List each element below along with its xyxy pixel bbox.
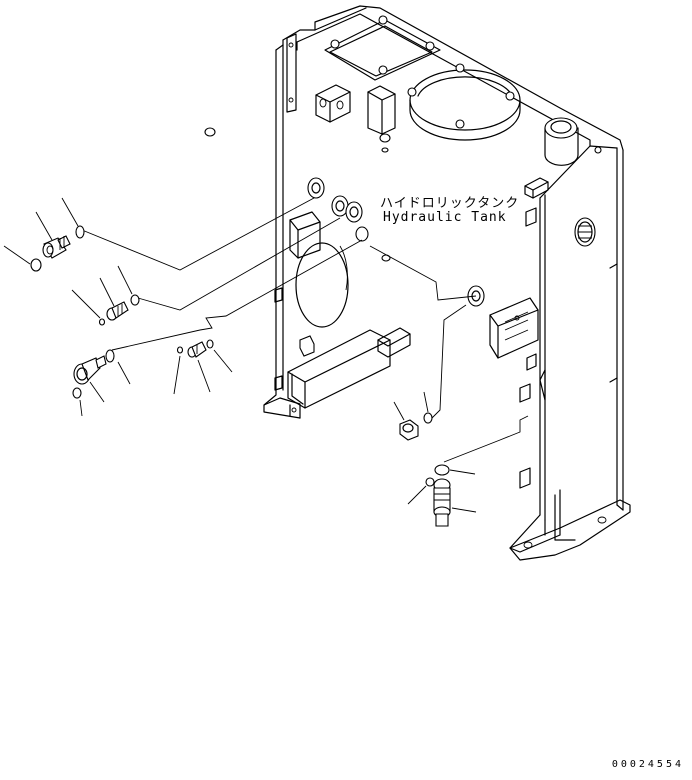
o-ring-icon [72, 387, 82, 399]
o-ring-icon [425, 477, 435, 487]
elbow-icon [433, 478, 451, 527]
port-bosses [307, 177, 485, 307]
loose-parts-right [393, 391, 477, 527]
o-ring-icon [176, 346, 184, 354]
fitting-icon [106, 301, 129, 321]
fitting-icon [42, 235, 71, 259]
o-ring-icon [105, 349, 115, 363]
hydraulic-tank-icon [204, 5, 631, 561]
o-ring-icon [206, 339, 214, 349]
o-ring-icon [423, 412, 433, 424]
o-ring-icon [98, 318, 106, 326]
loose-parts-left [3, 197, 233, 417]
fitting-icon [187, 341, 207, 358]
drawing-number: 00024554 [611, 759, 684, 770]
o-ring-icon [130, 294, 140, 306]
tank-label-english: Hydraulic Tank [383, 210, 507, 225]
o-ring-icon [75, 225, 85, 239]
o-ring-icon [434, 464, 450, 476]
tank-label-japanese: ハイドロリックタンク [380, 196, 520, 211]
plug-icon [399, 419, 419, 441]
o-ring-icon [30, 258, 42, 272]
plug-icon [73, 355, 107, 385]
leader-lines [81, 197, 529, 463]
